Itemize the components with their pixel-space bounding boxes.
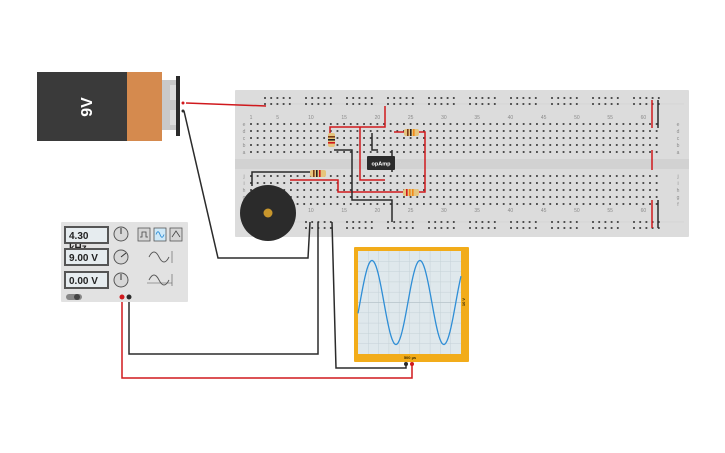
generator-negative-terminal[interactable] [126, 294, 132, 300]
scope-volt-label: 10 V [461, 298, 466, 307]
column-number: 20 [375, 208, 381, 214]
column-number: 40 [508, 115, 514, 121]
resistor-1[interactable] [328, 133, 335, 147]
row-letter: a [677, 150, 680, 156]
scope-trace [357, 259, 462, 346]
column-number: 1 [250, 115, 253, 121]
column-number: 60 [641, 208, 647, 214]
row-letter: g [243, 195, 246, 201]
square-wave-button[interactable] [137, 227, 151, 242]
scope-probe-terminal[interactable] [404, 362, 408, 366]
row-letter: i [677, 181, 678, 187]
frequency-knob[interactable] [113, 226, 129, 242]
offset-value: 0.00 V [69, 276, 98, 287]
column-number: 60 [641, 115, 647, 121]
oscilloscope[interactable]: 500 µs 10 V [354, 247, 469, 366]
row-letter: h [677, 188, 680, 194]
row-letter: e [677, 122, 680, 128]
column-number: 55 [607, 208, 613, 214]
scope-time-label: 500 µs [404, 355, 417, 360]
wire-generator-positive [121, 298, 413, 379]
sine-wave-button[interactable] [153, 227, 167, 242]
row-letter: f [677, 202, 679, 208]
column-number: 30 [441, 115, 447, 121]
scope-ground-terminal[interactable] [410, 362, 414, 366]
wire-generator-negative [128, 222, 319, 355]
generator-positive-terminal[interactable] [119, 294, 125, 300]
column-number: 45 [541, 208, 547, 214]
row-letter: h [243, 188, 246, 194]
resistor-2[interactable] [404, 129, 419, 136]
amplitude-display: 9.00 V [64, 248, 109, 266]
column-number: 35 [474, 115, 480, 121]
column-number: 30 [441, 208, 447, 214]
row-letter: g [677, 195, 680, 201]
column-number: 15 [341, 115, 347, 121]
row-letter: j [676, 174, 678, 180]
triangle-wave-button[interactable] [169, 227, 183, 242]
column-number: 15 [341, 208, 347, 214]
row-letter: b [677, 143, 680, 149]
column-number: 50 [574, 208, 580, 214]
wire-vplus [359, 127, 385, 181]
wire-gnd-opamp [351, 172, 393, 222]
row-letter: j [242, 174, 244, 180]
column-number: 10 [308, 115, 314, 121]
wire-buzzer [251, 171, 310, 186]
frequency-display: 4.30 kHz [64, 226, 109, 254]
column-number: 10 [308, 208, 314, 214]
wire-battery-positive [185, 102, 267, 107]
battery-label: 9V [79, 97, 96, 117]
wire-gnd-resistor [334, 149, 353, 172]
column-number: 45 [541, 115, 547, 121]
wire-inv [371, 133, 378, 151]
column-number: 55 [607, 115, 613, 121]
amplitude-symbol-icon [148, 251, 173, 263]
wire-input [290, 179, 403, 193]
amplitude-value: 9.00 V [69, 253, 98, 264]
power-switch[interactable] [66, 294, 82, 300]
row-letter: d [677, 129, 680, 135]
battery-9v[interactable]: 9V [37, 72, 185, 141]
row-letter: d [243, 129, 246, 135]
offset-knob[interactable] [113, 272, 129, 288]
row-letter: b [243, 143, 246, 149]
row-letter: c [677, 136, 680, 142]
row-letter: i [243, 181, 244, 187]
column-number: 35 [474, 208, 480, 214]
wire-battery-negative [183, 110, 311, 259]
opamp-chip[interactable]: opAmp [367, 156, 395, 170]
column-number: 50 [574, 115, 580, 121]
opamp-label: opAmp [372, 162, 392, 168]
resistor-3[interactable] [310, 170, 326, 177]
column-number: 5 [276, 115, 279, 121]
column-number: 20 [375, 115, 381, 121]
offset-display: 0.00 V [64, 271, 109, 289]
column-number: 40 [508, 208, 514, 214]
column-number: 25 [408, 208, 414, 214]
row-letter: c [243, 136, 246, 142]
row-letter: e [243, 122, 246, 128]
column-number: 25 [408, 115, 414, 121]
offset-symbol-icon [147, 274, 173, 286]
amplitude-knob[interactable] [113, 249, 129, 265]
wire-rail-to-resistor [329, 106, 386, 138]
row-letter: a [243, 150, 246, 156]
buzzer[interactable] [240, 185, 296, 241]
resistor-4[interactable] [403, 189, 419, 196]
